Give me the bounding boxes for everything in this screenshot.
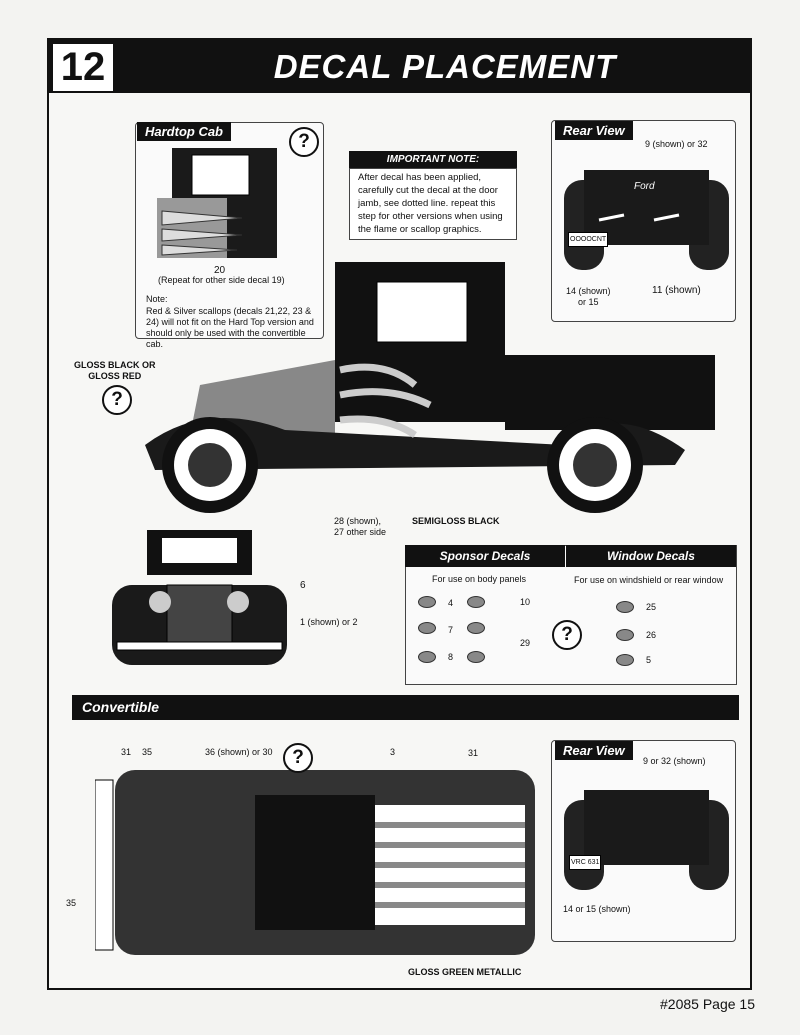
window-num: 5 (646, 655, 652, 665)
conv-label-31: 31 (121, 747, 132, 757)
decal-20-label: 20 (214, 265, 226, 276)
conv-label-36: 36 (shown) or 30 (205, 747, 273, 757)
decal-9-label-convertible: 9 or 32 (shown) (643, 756, 706, 766)
conv-label-3: 3 (390, 747, 396, 757)
sponsor-decal-icon (418, 651, 436, 663)
conv-label-35: 35 (142, 747, 153, 757)
decal-14-label: 14 (shown) or 15 (566, 286, 611, 307)
sponsor-num: 4 (448, 598, 454, 608)
window-decal-icon (616, 601, 634, 613)
sponsor-decal-icon (418, 622, 436, 634)
window-num: 26 (646, 630, 657, 640)
page-title: DECAL PLACEMENT (273, 48, 617, 85)
license-plate-convertible: VRC 631 (569, 855, 602, 870)
window-decal-icon (616, 654, 634, 666)
important-note-title: IMPORTANT NOTE: (349, 151, 517, 168)
decal-table (405, 545, 737, 685)
decal-14-label-convertible: 14 or 15 (shown) (563, 904, 631, 914)
step-header (47, 38, 752, 93)
rear-view-convertible-illustration (564, 790, 729, 890)
hardtop-cab-illustration (157, 148, 277, 258)
note-text: Red & Silver scallops (decals 21,22, 23 … (146, 306, 314, 349)
window-subtitle: For use on windshield or rear window (574, 575, 724, 585)
rear-view-illustration (564, 170, 729, 270)
conv-label-35b: 35 (66, 898, 77, 908)
conv-label-31b: 31 (468, 748, 479, 758)
sponsor-decal-icon (467, 651, 485, 663)
decal-11-label: 11 (shown) (652, 285, 701, 296)
window-decals-header: Window Decals (566, 545, 736, 567)
sponsor-decal-icon (467, 622, 485, 634)
sponsor-num: 7 (448, 625, 454, 635)
convertible-top-illustration (95, 770, 535, 955)
gloss-black-label: GLOSS BLACK OR GLOSS RED (74, 360, 156, 381)
truck-front-illustration (112, 530, 287, 665)
rear-view-tag: Rear View (555, 121, 633, 140)
decal-28-label: 28 (shown), 27 other side (334, 516, 387, 537)
license-plate: OOOOCNT (568, 232, 609, 247)
sponsor-subtitle: For use on body panels (432, 574, 527, 584)
rear-ford-logo: Ford (634, 181, 655, 192)
gloss-green-label: GLOSS GREEN METALLIC (408, 967, 522, 977)
window-num: 25 (646, 602, 657, 612)
decal-1-label: 1 (shown) or 2 (300, 617, 358, 627)
rear-view-tag-convertible: Rear View (555, 741, 633, 760)
help-icon: ? (283, 743, 313, 773)
important-note-text: After decal has been applied, carefully … (349, 168, 517, 240)
page-footer: #2085 Page 15 (660, 996, 755, 1012)
repeat-note: (Repeat for other side decal 19) (158, 275, 285, 285)
step-number: 12 (51, 42, 115, 93)
sponsor-num: 29 (520, 638, 531, 648)
note-title: Note: (146, 294, 168, 304)
convertible-bar: Convertible (72, 695, 739, 720)
help-icon: ? (289, 127, 319, 157)
sponsor-decal-icon (418, 596, 436, 608)
sponsor-decal-icon (467, 596, 485, 608)
hardtop-cab-tag: Hardtop Cab (137, 122, 231, 141)
truck-side-illustration (145, 262, 715, 513)
sponsor-decals-header: Sponsor Decals (405, 545, 565, 567)
help-icon: ? (102, 385, 132, 415)
help-icon: ? (552, 620, 582, 650)
sponsor-num: 8 (448, 652, 454, 662)
window-decal-icon (616, 629, 634, 641)
semigloss-black-label: SEMIGLOSS BLACK (412, 516, 500, 526)
sponsor-num: 10 (520, 597, 531, 607)
decal-9-label: 9 (shown) or 32 (645, 139, 708, 149)
decal-6-label: 6 (300, 580, 306, 591)
